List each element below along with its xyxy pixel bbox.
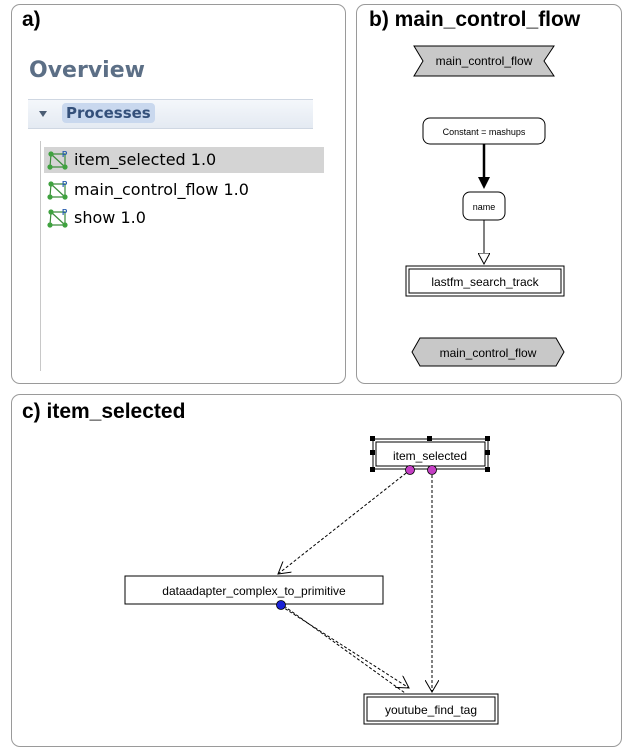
- overview-title: Overview: [29, 58, 145, 83]
- svg-text:P: P: [62, 208, 68, 217]
- start-flow-node[interactable]: main_control_flow: [413, 45, 555, 77]
- svg-text:P: P: [62, 150, 68, 159]
- process-icon: P: [47, 150, 68, 170]
- control-flow-diagram: main_control_flow Constant = mashups nam…: [405, 45, 565, 367]
- target-node[interactable]: youtube_find_tag: [363, 693, 499, 725]
- constant-node-label: Constant = mashups: [443, 127, 526, 137]
- tree-item-label: item_selected 1.0: [74, 150, 217, 169]
- item-selected-panel: c) item_selected item_selected dat: [11, 394, 622, 747]
- tree-item-label: main_control_flow 1.0: [74, 180, 249, 199]
- main-control-flow-panel: b) main_control_flow main_control_flow C…: [356, 4, 622, 384]
- end-flow-node[interactable]: main_control_flow: [411, 337, 565, 367]
- tree-item-show[interactable]: P show 1.0: [44, 205, 324, 231]
- output-port[interactable]: [276, 600, 286, 610]
- name-node[interactable]: name: [462, 191, 506, 221]
- edge-adapter-to-target: [280, 605, 409, 688]
- output-port[interactable]: [427, 465, 437, 475]
- tree-item-main-control-flow[interactable]: P main_control_flow 1.0: [44, 177, 324, 203]
- disclosure-triangle-icon[interactable]: [39, 111, 47, 117]
- processes-label: Processes: [62, 103, 155, 123]
- svg-text:P: P: [62, 180, 68, 189]
- adapter-node-label: dataadapter_complex_to_primitive: [162, 584, 346, 598]
- overview-panel: a) Overview Processes P item_selected 1.…: [11, 4, 346, 384]
- selection-handle[interactable]: [485, 436, 490, 441]
- edge-event-to-adapter: [278, 469, 411, 574]
- selection-handle[interactable]: [485, 467, 490, 472]
- selection-handle[interactable]: [427, 436, 432, 441]
- event-node-label: item_selected: [393, 449, 467, 463]
- process-icon: P: [47, 208, 68, 228]
- selection-handle[interactable]: [485, 450, 490, 455]
- selection-handle[interactable]: [370, 467, 375, 472]
- start-node-label: main_control_flow: [436, 54, 533, 68]
- name-node-label: name: [473, 202, 496, 212]
- panel-b-label: b) main_control_flow: [369, 8, 581, 31]
- panel-a-label: a): [22, 8, 41, 31]
- processes-section-header[interactable]: Processes: [28, 99, 313, 129]
- selection-handle[interactable]: [370, 450, 375, 455]
- process-tree: P item_selected 1.0 P main_control_flow …: [40, 141, 324, 371]
- selection-handle[interactable]: [370, 436, 375, 441]
- tree-item-item-selected[interactable]: P item_selected 1.0: [44, 147, 324, 173]
- panel-c-label: c) item_selected: [22, 400, 186, 423]
- constant-node[interactable]: Constant = mashups: [422, 117, 546, 145]
- service-node-label: lastfm_search_track: [431, 275, 539, 289]
- item-selected-diagram: item_selected dataadapter_complex_to_pri…: [124, 436, 499, 725]
- output-port[interactable]: [405, 465, 415, 475]
- edge-adapter-to-target-2: [283, 605, 406, 694]
- tree-item-label: show 1.0: [74, 208, 146, 227]
- target-node-label: youtube_find_tag: [385, 703, 477, 717]
- adapter-node[interactable]: dataadapter_complex_to_primitive: [124, 575, 384, 605]
- event-node[interactable]: item_selected: [372, 438, 489, 470]
- end-node-label: main_control_flow: [440, 346, 537, 360]
- process-icon: P: [47, 180, 68, 200]
- service-node[interactable]: lastfm_search_track: [405, 265, 565, 297]
